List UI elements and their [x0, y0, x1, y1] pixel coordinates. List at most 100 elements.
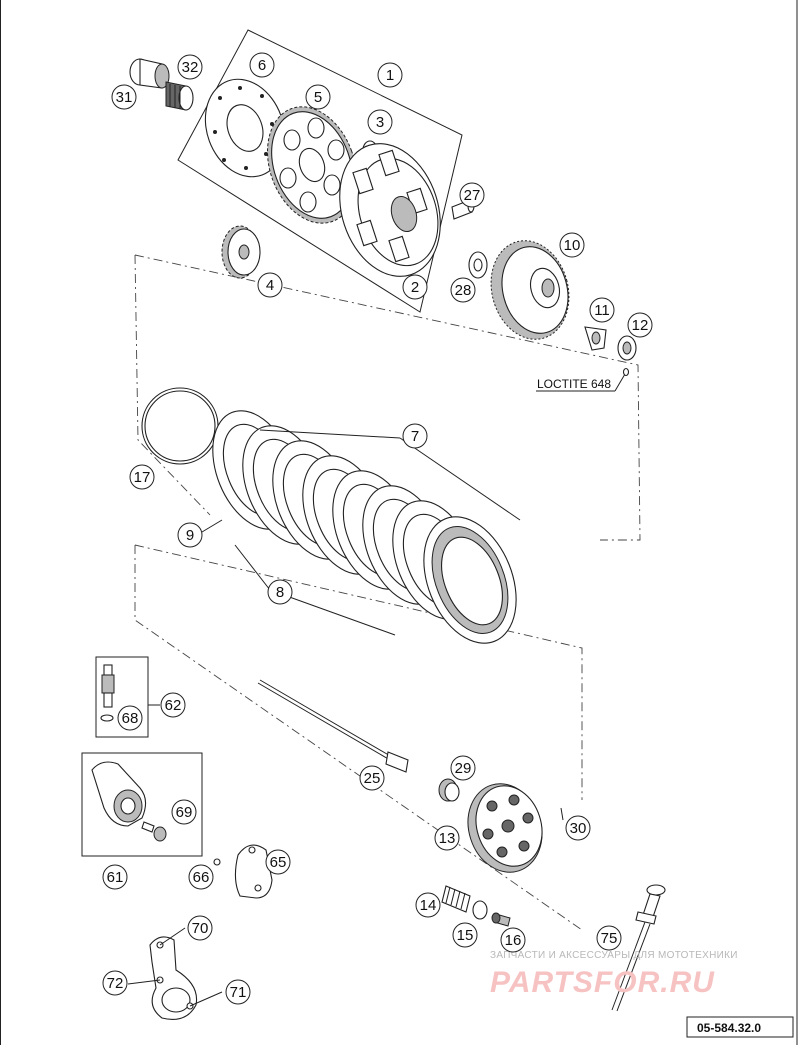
callout-number-5: 5: [314, 89, 322, 106]
callout-number-16: 16: [505, 932, 522, 949]
callout-circle-65: [265, 849, 291, 875]
group-box-61: [81, 752, 203, 857]
part-16-screw: [491, 912, 511, 927]
callout-number-17: 17: [134, 469, 151, 486]
callout-number-12: 12: [632, 317, 649, 334]
leader-7-b: [399, 437, 521, 521]
part-2-clutch-basket: [339, 143, 441, 277]
callout-25: 25: [359, 765, 385, 791]
part-75-special-tool: [611, 884, 666, 1012]
callout-number-11: 11: [594, 302, 610, 319]
loctite-label: LOCTITE 648: [537, 377, 611, 391]
callout-number-29: 29: [455, 760, 472, 777]
part-10-inner-hub: [490, 240, 570, 340]
diagram-code: 05-584.32.0: [697, 1021, 761, 1035]
part-17-o-ring: [141, 387, 219, 465]
callout-30: 30: [565, 815, 591, 841]
callout-6: 6: [249, 52, 275, 78]
callout-number-72: 72: [107, 975, 124, 992]
callout-number-14: 14: [420, 897, 437, 914]
callout-number-69: 69: [176, 804, 193, 821]
callout-circle-7: [402, 423, 428, 449]
callout-circle-17: [129, 464, 155, 490]
leader-8-a: [234, 544, 271, 591]
diagram-code-box: [686, 1016, 794, 1038]
callout-number-61: 61: [107, 869, 124, 886]
callout-circle-32: [177, 54, 203, 80]
callout-2: 2: [402, 274, 428, 300]
clutch-basket-group-box: [177, 29, 463, 313]
group-box-62: [95, 656, 149, 738]
callout-number-27: 27: [464, 187, 481, 204]
callout-11: 11: [589, 297, 615, 323]
callout-number-31: 31: [116, 89, 133, 106]
dashline-right-lower: [134, 544, 583, 800]
callout-circle-61: [102, 864, 128, 890]
callout-number-65: 65: [270, 854, 287, 871]
callout-number-25: 25: [364, 770, 381, 787]
clutch-disc-stack: [212, 410, 517, 644]
part-65-gasket: [234, 844, 273, 899]
callout-circle-3: [367, 109, 393, 135]
leader-70: [159, 927, 186, 946]
part-29-bearing: [438, 778, 460, 802]
callout-circle-68: [117, 705, 143, 731]
callout-circle-14: [415, 892, 441, 918]
dashline-right-upper: [134, 254, 641, 541]
callout-number-62: 62: [165, 697, 182, 714]
part-62-bleed-screw: [101, 664, 115, 708]
callout-circle-11: [589, 297, 615, 323]
callout-circle-69: [171, 799, 197, 825]
callout-circle-8: [267, 579, 293, 605]
callout-number-4: 4: [266, 277, 274, 294]
callout-number-8: 8: [276, 584, 284, 601]
callout-66: 66: [188, 864, 214, 890]
part-15-washer: [472, 900, 488, 920]
watermark-logo: PARTSFOR.RU: [490, 966, 715, 999]
callout-number-7: 7: [411, 428, 419, 445]
callout-number-68: 68: [122, 710, 139, 727]
part-66-o-ring-shape: [213, 858, 221, 866]
callout-number-6: 6: [258, 57, 266, 74]
callout-1: 1: [377, 62, 403, 88]
callout-circle-1: [377, 62, 403, 88]
loctite-note: LOCTITE 648: [536, 367, 630, 392]
callout-16: 16: [500, 927, 526, 953]
part-61-slave-cylinder: [91, 761, 167, 842]
part-25-push-rod: [257, 679, 409, 773]
callout-circle-15: [452, 922, 478, 948]
callout-69: 69: [171, 799, 197, 825]
part-31-sleeve: [129, 58, 170, 89]
callout-circle-31: [111, 84, 137, 110]
callout-70: 70: [187, 915, 213, 941]
callout-circle-71: [225, 979, 251, 1005]
part-4-drive-gear: [221, 225, 261, 279]
dashline-left-upper: [134, 254, 211, 516]
callout-circle-10: [559, 232, 585, 258]
callout-31: 31: [111, 84, 137, 110]
callout-number-10: 10: [564, 237, 581, 254]
part-14-spring: [441, 885, 471, 913]
callout-circle-30: [565, 815, 591, 841]
part-70-71-72-gasket: [149, 936, 198, 1020]
callout-14: 14: [415, 892, 441, 918]
leader-72: [127, 979, 161, 985]
callout-circle-6: [249, 52, 275, 78]
callout-circle-9: [177, 522, 203, 548]
callout-number-66: 66: [193, 869, 210, 886]
callout-circle-16: [500, 927, 526, 953]
callout-number-15: 15: [457, 927, 474, 944]
callout-circle-25: [359, 765, 385, 791]
part-5-primary-gear: [267, 106, 357, 224]
leader-7-a: [259, 429, 401, 439]
part-28-washer: [468, 251, 488, 279]
callout-9: 9: [177, 522, 203, 548]
part-12-nut: [617, 335, 637, 361]
part-30-dowel: [560, 807, 564, 821]
callout-circle-4: [257, 272, 283, 298]
callout-15: 15: [452, 922, 478, 948]
callout-circle-12: [627, 312, 653, 338]
callout-number-9: 9: [186, 527, 194, 544]
